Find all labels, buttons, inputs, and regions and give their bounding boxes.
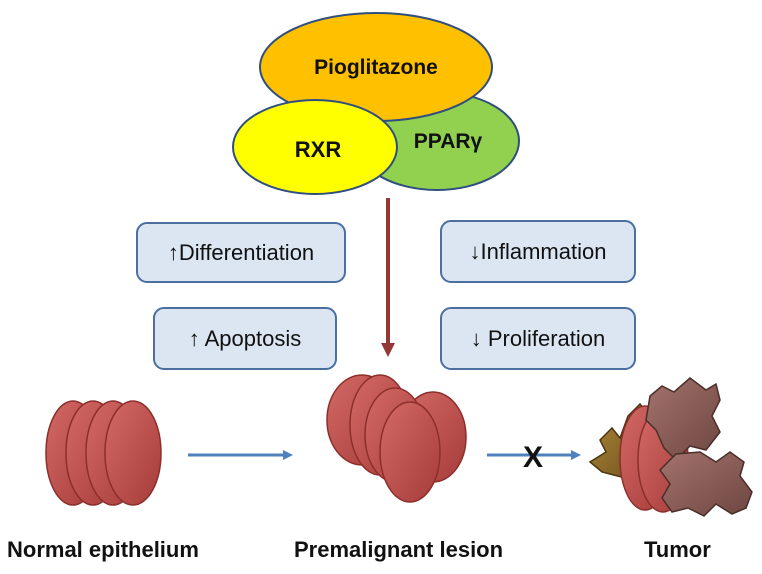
premalignant-lesion-cells	[326, 374, 467, 503]
ppar-gamma-label: PPARγ	[414, 130, 483, 153]
effect-label-apoptosis: ↑ Apoptosis	[188, 325, 302, 351]
normal-cell	[104, 400, 162, 506]
stage-label-normal: Normal epithelium	[7, 537, 199, 562]
effect-label-inflammation: ↓Inflammation	[469, 238, 607, 264]
effect-label-differentiation: ↑Differentiation	[167, 239, 315, 265]
effect-box-proliferation: ↓ Proliferation	[440, 307, 636, 370]
rxr-ellipse	[232, 99, 398, 195]
tumor-lobe	[659, 451, 753, 517]
rxr-label: RXR	[295, 137, 342, 162]
effect-box-differentiation: ↑Differentiation	[136, 222, 346, 283]
tumor-lobe	[645, 377, 721, 462]
effect-box-apoptosis: ↑ Apoptosis	[153, 307, 337, 370]
pioglitazone-label: Pioglitazone	[314, 56, 438, 79]
stage-label-premalignant: Premalignant lesion	[294, 537, 504, 562]
tumor-mass	[588, 377, 753, 517]
effect-label-proliferation: ↓ Proliferation	[470, 325, 606, 351]
blocked-mark: X	[523, 441, 543, 474]
lesion-cell	[379, 401, 441, 503]
stage-label-tumor: Tumor	[644, 537, 711, 562]
normal-epithelium-cells	[45, 400, 162, 506]
ppar-complex: Pioglitazone RXR PPARγ	[232, 12, 520, 195]
effect-box-inflammation: ↓Inflammation	[440, 220, 636, 283]
